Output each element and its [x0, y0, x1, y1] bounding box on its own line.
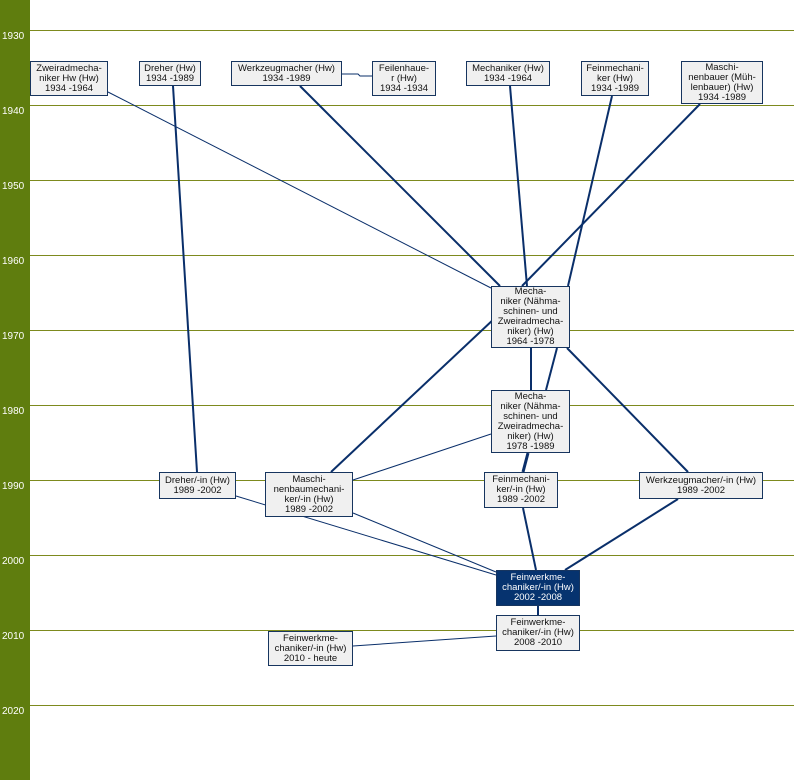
- year-gridline: [30, 105, 794, 106]
- connector: [564, 498, 679, 571]
- year-gridline: [30, 180, 794, 181]
- connector: [342, 73, 372, 77]
- occupation-node[interactable]: Feinwerkme- chaniker/-in (Hw) 2010 - heu…: [268, 631, 353, 666]
- year-gridline: [30, 555, 794, 556]
- year-label: 1970: [2, 331, 25, 342]
- year-label: 1930: [2, 31, 25, 42]
- year-label: 2010: [2, 631, 25, 642]
- occupation-node[interactable]: Werkzeugmacher (Hw) 1934 -1989: [231, 61, 342, 86]
- year-gridline: [30, 255, 794, 256]
- connector: [330, 317, 496, 473]
- year-label: 1980: [2, 406, 25, 417]
- occupation-node[interactable]: Mecha- niker (Nähma- schinen- und Zweira…: [491, 286, 570, 348]
- occupation-node[interactable]: Feinmechani- ker/-in (Hw) 1989 -2002: [484, 472, 558, 508]
- connector: [521, 103, 701, 287]
- year-gridline: [30, 330, 794, 331]
- year-label: 1960: [2, 256, 25, 267]
- occupation-node[interactable]: Werkzeugmacher/-in (Hw) 1989 -2002: [639, 472, 763, 499]
- year-gridline: [30, 405, 794, 406]
- occupation-node[interactable]: Dreher/-in (Hw) 1989 -2002: [159, 472, 236, 499]
- occupation-node[interactable]: Maschi- nenbaumechani- ker/-in (Hw) 1989…: [265, 472, 353, 517]
- connector: [172, 85, 198, 473]
- occupation-node[interactable]: Feinmechani- ker (Hw) 1934 -1989: [581, 61, 649, 96]
- connector: [299, 85, 501, 287]
- occupation-node-current[interactable]: Feinwerkme- chaniker/-in (Hw) 2002 -2008: [496, 570, 580, 606]
- connector: [522, 507, 537, 571]
- connector: [352, 635, 497, 647]
- occupation-node[interactable]: Mechaniker (Hw) 1934 -1964: [466, 61, 550, 86]
- occupation-node[interactable]: Zweiradmecha- niker Hw (Hw) 1934 -1964: [30, 61, 108, 96]
- occupation-node[interactable]: Dreher (Hw) 1934 -1989: [139, 61, 201, 86]
- year-gridline: [30, 630, 794, 631]
- year-label: 1990: [2, 481, 25, 492]
- year-gridline: [30, 480, 794, 481]
- connector: [509, 85, 528, 287]
- timeline-bar: [0, 0, 30, 780]
- year-label: 2020: [2, 706, 25, 717]
- connector: [566, 347, 689, 473]
- year-label: 2000: [2, 556, 25, 567]
- connector: [521, 452, 530, 473]
- occupation-node[interactable]: Feilenhaue- r (Hw) 1934 -1934: [372, 61, 436, 96]
- year-label: 1940: [2, 106, 25, 117]
- occupation-node[interactable]: Maschi- nenbauer (Müh- lenbauer) (Hw) 19…: [681, 61, 763, 104]
- connector: [352, 433, 492, 481]
- connector: [545, 347, 558, 391]
- occupation-node[interactable]: Feinwerkme- chaniker/-in (Hw) 2008 -2010: [496, 615, 580, 651]
- connector: [567, 95, 613, 287]
- year-gridline: [30, 30, 794, 31]
- connector: [352, 512, 497, 573]
- connector: [107, 91, 492, 289]
- occupation-node[interactable]: Mecha- niker (Nähma- schinen- und Zweira…: [491, 390, 570, 453]
- year-gridline: [30, 705, 794, 706]
- year-label: 1950: [2, 181, 25, 192]
